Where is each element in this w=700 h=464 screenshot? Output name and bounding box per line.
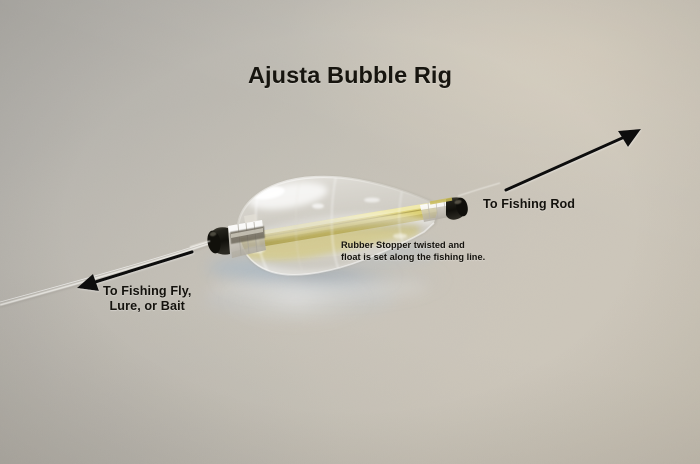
annotation-rubber-stopper: Rubber Stopper twisted and float is set …	[341, 240, 486, 262]
annotation-to-fishing-fly: To Fishing Fly, Lure, or Bait	[103, 284, 192, 313]
annotation-to-fishing-rod: To Fishing Rod	[483, 197, 576, 211]
page-title: Ajusta Bubble Rig	[247, 62, 453, 88]
